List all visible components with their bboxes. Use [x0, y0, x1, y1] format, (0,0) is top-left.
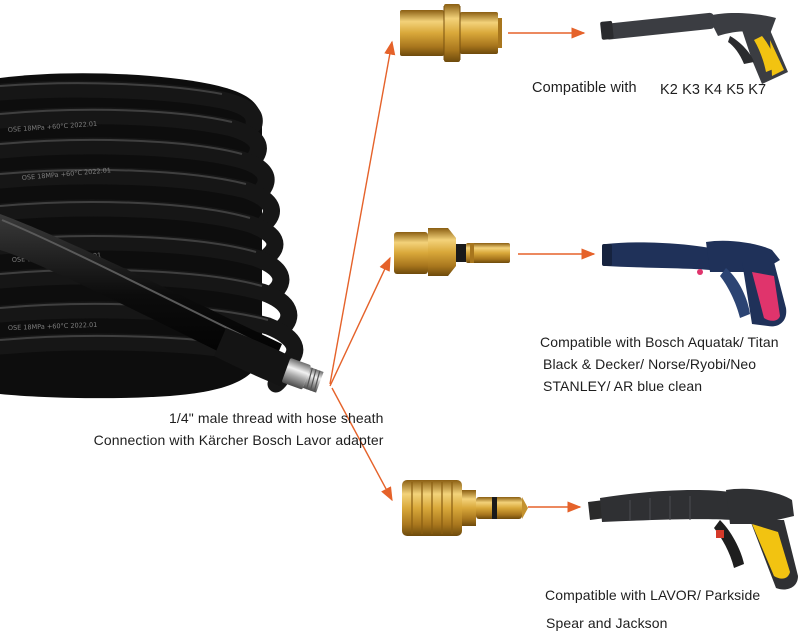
bosch-spray-gun [602, 240, 787, 327]
hose-caption: 1/4" male thread with hose sheath Connec… [83, 407, 384, 451]
karcher-adapter [400, 4, 502, 62]
karcher-caption-models: K2 K3 K4 K5 K7 [660, 82, 767, 98]
lavor-caption: Compatible with LAVOR/ Parkside Spear an… [545, 581, 760, 637]
lavor-adapter [402, 480, 528, 536]
line-to-karcher-adapter [329, 40, 396, 385]
hose-caption-line: Connection with Kärcher Bosch Lavor adap… [93, 432, 384, 448]
lavor-spray-gun [588, 488, 798, 590]
hose-caption-line: 1/4" male thread with hose sheath [169, 410, 384, 426]
bosch-adapter [394, 228, 510, 276]
connector-lines [329, 27, 596, 513]
bosch-caption-line: Compatible with Bosch Aquatak/ Titan [540, 334, 779, 350]
line-to-bosch-adapter [329, 256, 391, 387]
karcher-caption-prefix: Compatible with [532, 80, 637, 96]
hose-coil: OSE 18MPa +60°C 2022.01 OSE 18MPa +60°C … [0, 73, 304, 399]
bosch-caption-line: Black & Decker/ Norse/Ryobi/Neo [543, 356, 757, 372]
hose-print-4: OSE 18MPa +60°C 2022.01 [8, 321, 98, 332]
bosch-caption-line: STANLEY/ AR blue clean [543, 378, 703, 394]
lavor-caption-line: Spear and Jackson [546, 615, 668, 631]
hose-end-fitting [282, 358, 324, 393]
bosch-caption: Compatible with Bosch Aquatak/ Titan Bla… [540, 331, 779, 397]
line-to-lavor-adapter [331, 387, 393, 502]
lavor-caption-line: Compatible with LAVOR/ Parkside [545, 587, 761, 603]
karcher-spray-gun [600, 12, 788, 84]
